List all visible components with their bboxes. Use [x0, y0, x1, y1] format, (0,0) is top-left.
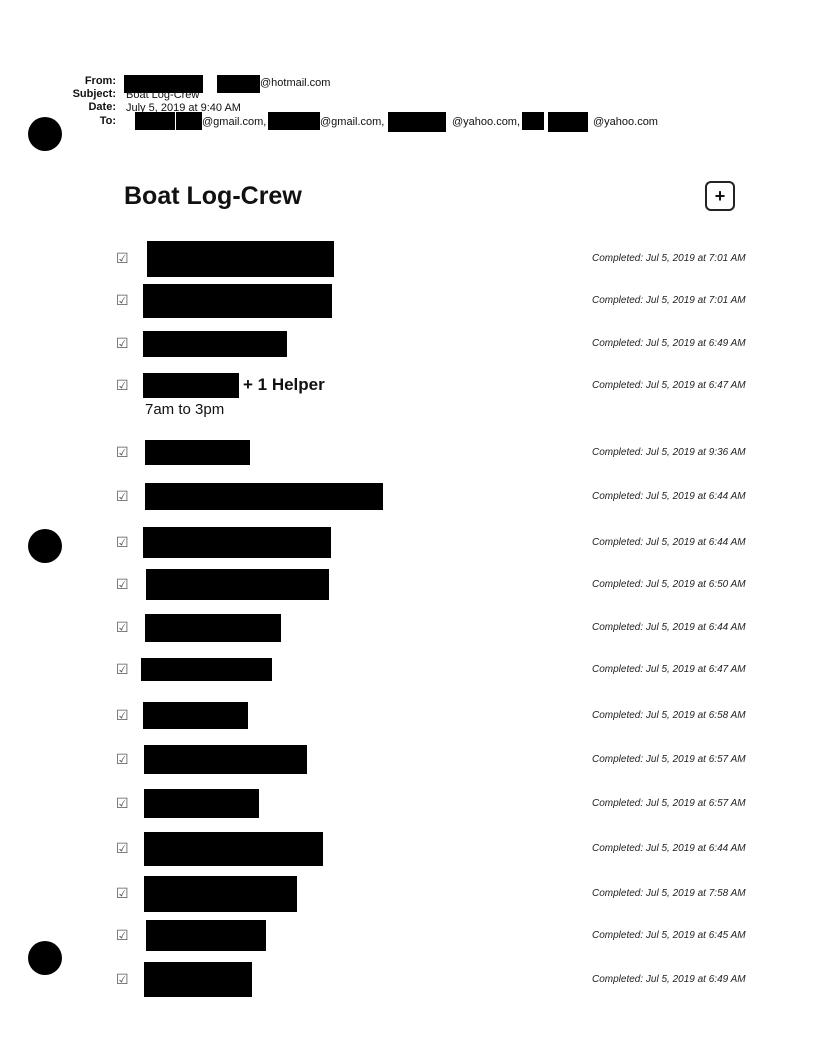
redaction [143, 527, 331, 558]
checkbox-checked-icon[interactable]: ☑ [116, 885, 129, 901]
completed-timestamp: Completed: Jul 5, 2019 at 9:36 AM [592, 446, 746, 458]
completed-timestamp: Completed: Jul 5, 2019 at 6:44 AM [592, 490, 746, 502]
checkbox-checked-icon[interactable]: ☑ [116, 292, 129, 308]
to-recipient: @yahoo.com [593, 116, 658, 128]
to-label: To: [99, 115, 116, 127]
completed-timestamp: Completed: Jul 5, 2019 at 7:01 AM [592, 253, 746, 264]
checkbox-checked-icon[interactable]: ☑ [116, 335, 129, 351]
redaction [124, 75, 203, 93]
redaction [268, 112, 320, 130]
completed-timestamp: Completed: Jul 5, 2019 at 7:01 AM [592, 295, 746, 306]
completed-timestamp: Completed: Jul 5, 2019 at 6:44 AM [592, 843, 746, 854]
redaction [143, 331, 287, 357]
completed-timestamp: Completed: Jul 5, 2019 at 6:44 AM [592, 622, 746, 633]
redaction [522, 112, 544, 130]
redaction [143, 373, 239, 398]
page-title: Boat Log-Crew [124, 182, 302, 210]
date-label: Date: [88, 101, 116, 113]
redaction [548, 112, 588, 132]
redaction [145, 440, 250, 465]
to-recipient: @gmail.com, [320, 116, 385, 128]
redaction [176, 112, 202, 130]
checkbox-checked-icon[interactable]: ☑ [116, 660, 129, 677]
date-value: July 5, 2019 at 9:40 AM [126, 102, 241, 114]
redaction [143, 284, 332, 318]
checkbox-checked-icon[interactable]: ☑ [116, 926, 129, 943]
completed-timestamp: Completed: Jul 5, 2019 at 6:58 AM [592, 709, 746, 721]
task-extra: + 1 Helper [243, 374, 325, 394]
to-recipient: @yahoo.com, [452, 116, 521, 128]
completed-timestamp: Completed: Jul 5, 2019 at 6:47 AM [592, 663, 746, 675]
checkbox-checked-icon[interactable]: ☑ [116, 575, 129, 592]
redaction [143, 702, 248, 729]
checkbox-checked-icon[interactable]: ☑ [116, 443, 129, 460]
completed-timestamp: Completed: Jul 5, 2019 at 6:45 AM [592, 929, 746, 941]
redaction [141, 658, 272, 681]
completed-timestamp: Completed: Jul 5, 2019 at 6:49 AM [592, 338, 746, 349]
punch-hole [28, 529, 62, 563]
redaction [144, 962, 252, 997]
from-label: From: [84, 75, 116, 87]
completed-timestamp: Completed: Jul 5, 2019 at 6:57 AM [592, 797, 746, 809]
completed-timestamp: Completed: Jul 5, 2019 at 6:50 AM [592, 578, 746, 590]
completed-timestamp: Completed: Jul 5, 2019 at 7:58 AM [592, 888, 746, 899]
checkbox-checked-icon[interactable]: ☑ [116, 794, 129, 811]
redaction [144, 789, 259, 818]
checkbox-checked-icon[interactable]: ☑ [116, 533, 129, 550]
redaction [135, 112, 175, 130]
checkbox-checked-icon[interactable]: ☑ [116, 706, 129, 723]
checkbox-checked-icon[interactable]: ☑ [116, 750, 129, 767]
completed-timestamp: Completed: Jul 5, 2019 at 6:44 AM [592, 536, 746, 548]
completed-timestamp: Completed: Jul 5, 2019 at 6:47 AM [592, 379, 746, 391]
completed-timestamp: Completed: Jul 5, 2019 at 6:49 AM [592, 973, 746, 985]
redaction [147, 241, 334, 277]
redaction [388, 112, 446, 132]
checkbox-checked-icon[interactable]: ☑ [116, 487, 129, 504]
completed-timestamp: Completed: Jul 5, 2019 at 6:57 AM [592, 753, 746, 765]
to-recipient: @gmail.com, [202, 116, 267, 128]
checkbox-checked-icon[interactable]: ☑ [116, 840, 129, 856]
checkbox-checked-icon[interactable]: ☑ [116, 250, 129, 266]
redaction [145, 483, 383, 510]
punch-hole [28, 941, 62, 975]
redaction [145, 614, 281, 642]
redaction [146, 920, 266, 951]
redaction [144, 832, 323, 866]
checkbox-checked-icon[interactable]: ☑ [116, 376, 129, 393]
subject-value: Boat Log-Crew [126, 89, 200, 101]
redaction [146, 569, 329, 600]
checkbox-checked-icon[interactable]: ☑ [116, 970, 129, 987]
redaction [144, 745, 307, 774]
redaction [144, 876, 297, 912]
subject-label: Subject: [72, 88, 116, 100]
redaction [217, 75, 260, 93]
task-note: 7am to 3pm [145, 401, 225, 418]
checkbox-checked-icon[interactable]: ☑ [116, 619, 129, 635]
note-add-icon[interactable]: + [705, 181, 735, 211]
punch-hole [28, 117, 62, 151]
from-value: @hotmail.com [260, 77, 331, 89]
